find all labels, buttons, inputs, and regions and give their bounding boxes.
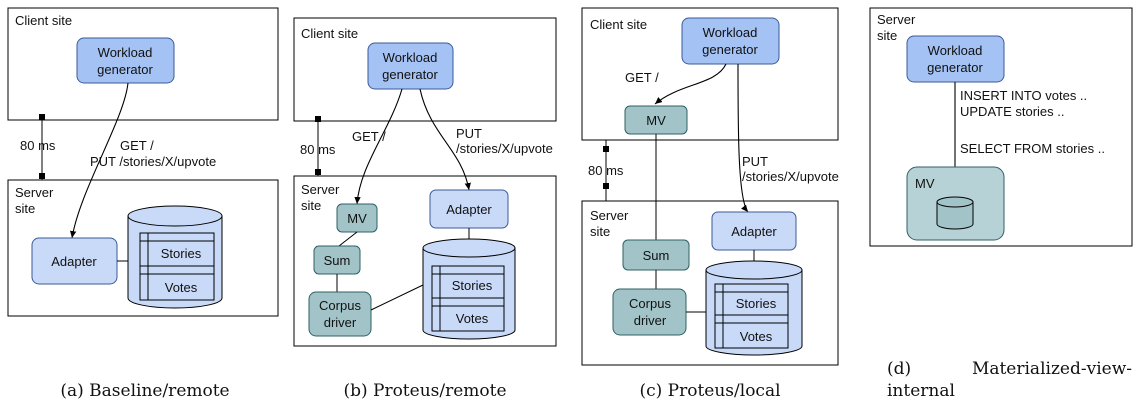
put-arrow — [737, 63, 749, 213]
caption-a: (a) Baseline/remote — [60, 381, 229, 401]
server-site-label-2: site — [590, 224, 610, 239]
put-arrow — [419, 88, 471, 191]
corpus-label-1: Corpus — [319, 298, 361, 313]
corpus-driver-node — [308, 291, 372, 337]
get-label: GET / — [352, 129, 386, 144]
panel-a: Client site Workload generator 80 ms GET… — [7, 7, 279, 401]
workload-label-2: generator — [97, 62, 153, 77]
caption-d-1: (d) — [887, 359, 911, 379]
stories-label: Stories — [452, 278, 493, 293]
put-label-1: PUT — [742, 154, 768, 169]
link-endpoint-bottom — [39, 173, 45, 179]
mv-label: MV — [915, 176, 935, 191]
caption-d-2: Materialized-view- — [972, 359, 1132, 379]
stories-label: Stories — [736, 296, 777, 311]
latency-label: 80 ms — [20, 138, 56, 153]
latency-label: 80 ms — [588, 163, 624, 178]
client-site-label: Client site — [15, 13, 72, 28]
sum-label: Sum — [643, 248, 670, 263]
caption-d-3: internal — [887, 381, 955, 401]
put-label-1: PUT — [456, 126, 482, 141]
adapter-label: Adapter — [446, 202, 492, 217]
workload-label-2: generator — [702, 42, 758, 57]
database-cylinder: Stories Votes — [127, 205, 223, 309]
corpus-label-2: driver — [634, 313, 667, 328]
workload-label-2: generator — [927, 60, 983, 75]
workload-label-1: Workload — [928, 43, 983, 58]
sum-label: Sum — [324, 253, 351, 268]
workload-generator-node — [681, 17, 780, 65]
panel-b: Client site Workload generator 80 ms GET… — [293, 17, 557, 401]
server-site-label-1: Server — [877, 12, 916, 27]
caption-c: (c) Proteus/local — [639, 381, 780, 401]
latency-label: 80 ms — [300, 142, 336, 157]
mv-sum-link — [338, 231, 358, 247]
request-label-2: PUT /stories/X/upvote — [90, 154, 216, 169]
votes-label: Votes — [740, 329, 773, 344]
link-endpoint-bottom — [315, 169, 321, 175]
link-endpoint-top — [603, 146, 609, 152]
workload-generator-node — [76, 37, 175, 84]
mv-label: MV — [646, 113, 666, 128]
put-label-2: /stories/X/upvote — [742, 169, 839, 184]
server-site-label-1: Server — [301, 182, 340, 197]
link-endpoint-bottom — [603, 183, 609, 189]
server-site-label-2: site — [15, 201, 35, 216]
workload-label-1: Workload — [383, 50, 438, 65]
query-update: UPDATE stories .. — [960, 104, 1065, 119]
server-site-box — [293, 175, 557, 347]
client-site-box — [581, 7, 839, 141]
workload-generator-node — [367, 42, 454, 90]
link-endpoint-top — [39, 114, 45, 120]
get-label: GET / — [625, 70, 659, 85]
caption-b: (b) Proteus/remote — [343, 381, 506, 401]
database-cylinder: Stories Votes — [705, 260, 803, 356]
server-site-label-2: site — [301, 198, 321, 213]
votes-label: Votes — [165, 280, 198, 295]
query-select: SELECT FROM stories .. — [960, 141, 1105, 156]
request-arrow — [69, 82, 129, 239]
mv-label: MV — [347, 211, 367, 226]
panel-d: Server site Workload generator INSERT IN… — [869, 7, 1133, 401]
server-site-label-1: Server — [590, 208, 629, 223]
table-frame — [714, 283, 789, 349]
workload-label-2: generator — [382, 67, 438, 82]
client-site-label: Client site — [590, 17, 647, 32]
get-arrow — [654, 63, 727, 105]
workload-label-1: Workload — [703, 25, 758, 40]
corpus-db-link — [370, 284, 424, 311]
get-arrow — [354, 88, 403, 205]
stories-label: Stories — [161, 246, 202, 261]
put-label-2: /stories/X/upvote — [456, 141, 553, 156]
query-insert: INSERT INTO votes .. — [960, 88, 1087, 103]
adapter-label: Adapter — [731, 224, 777, 239]
database-cylinder: Stories Votes — [422, 238, 516, 340]
adapter-label: Adapter — [51, 254, 97, 269]
link-endpoint-top — [315, 116, 321, 122]
mv-database-cylinder — [936, 196, 974, 230]
server-site-box — [869, 7, 1133, 247]
client-site-box — [293, 17, 557, 122]
server-site-box — [581, 200, 839, 366]
panel-c: Client site Workload generator GET / MV … — [581, 7, 839, 401]
corpus-label-2: driver — [324, 315, 357, 330]
server-site-label-2: site — [877, 28, 897, 43]
server-site-box — [7, 179, 279, 317]
client-site-box — [7, 7, 279, 121]
server-site-label-1: Server — [15, 185, 54, 200]
request-label-1: GET / — [120, 138, 154, 153]
client-site-label: Client site — [301, 26, 358, 41]
corpus-label-1: Corpus — [629, 296, 671, 311]
workload-label-1: Workload — [98, 45, 153, 60]
votes-label: Votes — [456, 311, 489, 326]
